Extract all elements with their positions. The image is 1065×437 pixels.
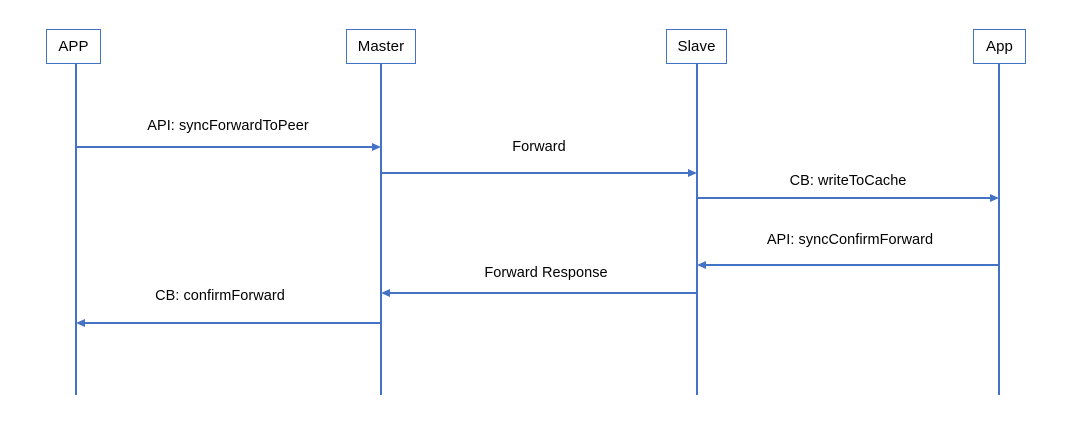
lifeline-app_right xyxy=(998,64,1000,395)
message-arrowhead-left-icon xyxy=(381,288,390,297)
participant-label: App xyxy=(986,38,1013,55)
participant-label: Slave xyxy=(677,38,716,55)
participant-box-app_left[interactable]: APP xyxy=(46,29,101,64)
message-arrowhead-right-icon xyxy=(372,142,381,151)
message-arrowhead-right-icon xyxy=(688,168,697,177)
message-line-2[interactable] xyxy=(381,172,689,174)
message-label-4: API: syncConfirmForward xyxy=(766,232,934,248)
lifeline-app_left xyxy=(75,64,77,395)
lifeline-slave xyxy=(696,64,698,395)
message-line-5[interactable] xyxy=(389,292,697,294)
lifeline-master xyxy=(380,64,382,395)
participant-box-master[interactable]: Master xyxy=(346,29,416,64)
message-line-3[interactable] xyxy=(697,197,991,199)
participant-box-slave[interactable]: Slave xyxy=(666,29,727,64)
message-arrowhead-left-icon xyxy=(697,260,706,269)
participant-box-app_right[interactable]: App xyxy=(973,29,1026,64)
message-line-1[interactable] xyxy=(76,146,373,148)
participant-label: APP xyxy=(58,38,89,55)
message-line-4[interactable] xyxy=(705,264,999,266)
message-label-3: CB: writeToCache xyxy=(789,173,907,189)
message-label-2: Forward xyxy=(512,139,566,155)
message-line-6[interactable] xyxy=(84,322,381,324)
message-arrowhead-left-icon xyxy=(76,318,85,327)
message-label-5: Forward Response xyxy=(484,265,608,281)
message-arrowhead-right-icon xyxy=(990,193,999,202)
participant-label: Master xyxy=(357,38,405,55)
message-label-6: CB: confirmForward xyxy=(155,288,285,304)
message-label-1: API: syncForwardToPeer xyxy=(147,118,309,134)
